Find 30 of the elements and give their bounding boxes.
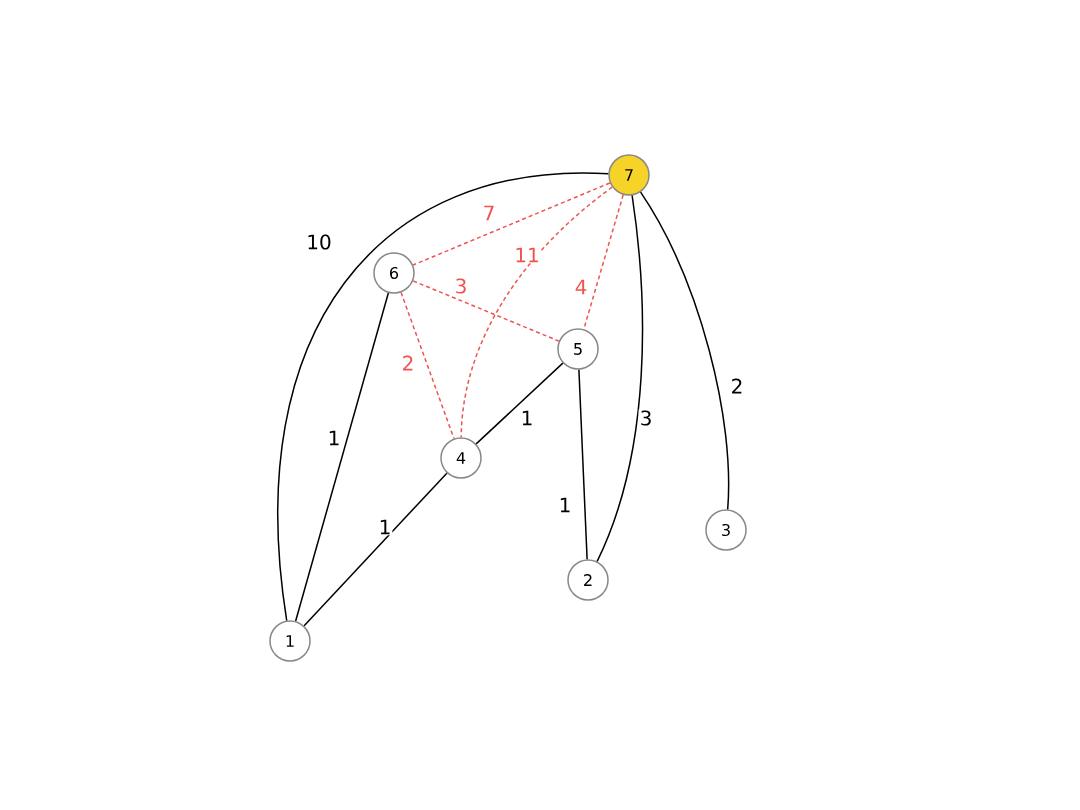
edge-label: 3: [638, 409, 654, 427]
edge-label: 11: [513, 246, 541, 264]
edge: [303, 472, 448, 627]
edge: [475, 362, 564, 445]
edge: [277, 173, 610, 622]
edge-label: 7: [481, 204, 497, 222]
edge-label: 10: [305, 233, 333, 251]
edge: [400, 291, 455, 440]
graph-node: 6: [373, 252, 415, 294]
graph-node: 1: [269, 620, 311, 662]
edge-label: 2: [400, 354, 416, 372]
graph-node: 5: [557, 328, 599, 370]
edge-label: 1: [326, 429, 342, 447]
edge: [639, 191, 730, 511]
edge-label: 1: [519, 409, 535, 427]
graph-node: 3: [705, 509, 747, 551]
edge-label: 3: [453, 277, 469, 295]
edge: [412, 182, 611, 266]
edge-label: 4: [573, 278, 589, 296]
graph-node: 2: [567, 559, 609, 601]
edge: [596, 194, 644, 563]
graph-node: 7: [608, 154, 650, 196]
edge-label: 2: [729, 377, 745, 395]
edge-label: 1: [557, 496, 573, 514]
edge: [578, 368, 588, 560]
edge: [294, 292, 390, 622]
graph-node: 4: [440, 437, 482, 479]
edge-label: 1: [377, 518, 393, 536]
edge: [412, 280, 560, 342]
edge: [460, 186, 613, 438]
